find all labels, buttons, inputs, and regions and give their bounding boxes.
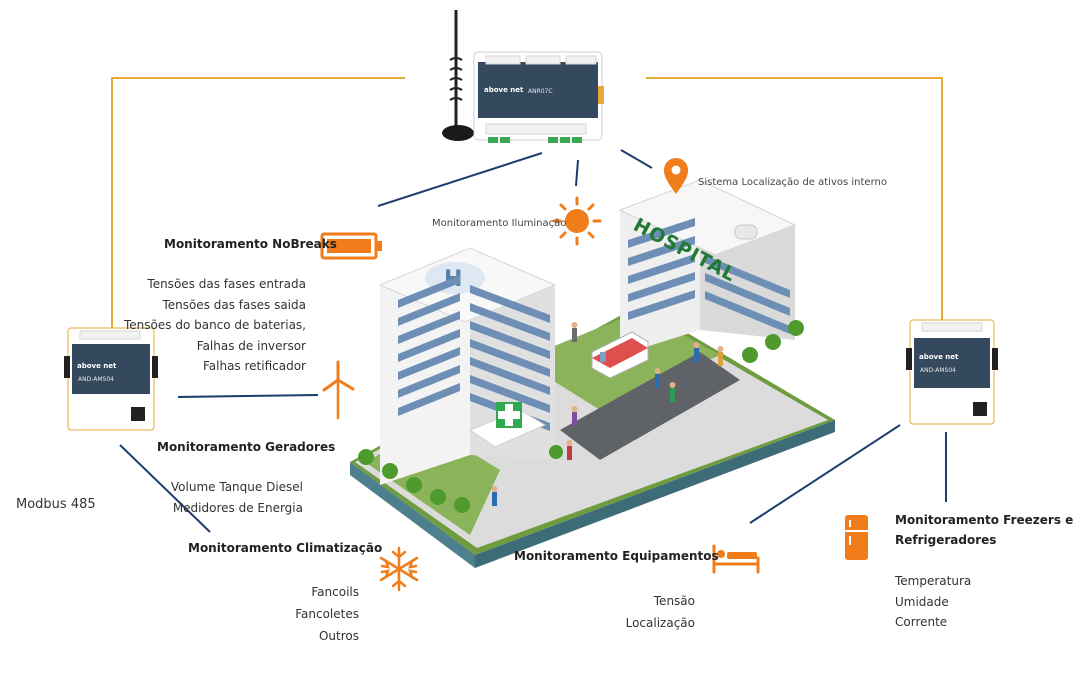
list-item: Falhas retificador xyxy=(202,359,306,374)
right-module-brand: above net xyxy=(919,353,959,361)
nobreaks-list: Tensões das fases entrada Tensões das fa… xyxy=(124,274,306,377)
list-item: Temperatura xyxy=(895,574,972,588)
gateway-model: ANR07C xyxy=(528,88,553,95)
list-item: Tensões das fases saida xyxy=(162,297,306,312)
wind-turbine-icon xyxy=(322,360,355,420)
list-item: Corrente xyxy=(895,615,948,630)
list-item: Localização xyxy=(625,616,695,630)
equipamentos-title: Monitoramento Equipamentos xyxy=(514,549,719,563)
people xyxy=(491,322,724,506)
nobreaks-title: Monitoramento NoBreaks xyxy=(164,237,337,251)
refrigerator-icon xyxy=(845,515,868,560)
localizacao-label: Sistema Localização de ativos interno xyxy=(698,177,887,188)
right-module-model: AND-AMS04 xyxy=(920,367,956,374)
right-module-device xyxy=(906,319,998,425)
left-tower: H xyxy=(378,247,557,485)
list-item: Outros xyxy=(318,629,359,643)
location-pin-icon xyxy=(664,158,688,194)
hospital-bed-icon xyxy=(712,544,760,574)
equipamentos-list: Tensão Localização xyxy=(626,590,695,634)
list-item: Umidade xyxy=(895,594,949,609)
orange-frame-lines xyxy=(111,77,943,328)
list-item: Falhas de inversor xyxy=(196,338,306,353)
modbus-label: Modbus 485 xyxy=(16,497,96,512)
connection-lines xyxy=(119,149,947,533)
snowflake-icon xyxy=(379,546,419,592)
ambulance xyxy=(591,331,649,379)
list-item: Volume Tanque Diesel xyxy=(170,480,303,494)
freezers-list: Temperatura Umidade Corrente xyxy=(895,571,971,633)
freezers-title-line1: Monitoramento Freezers e xyxy=(895,513,1074,527)
list-item: Tensões do banco de baterias, xyxy=(124,318,306,333)
antenna-icon xyxy=(442,10,474,141)
list-item: Medidores de Energia xyxy=(172,500,303,515)
list-item: Fancoletes xyxy=(295,607,359,621)
hospital-building xyxy=(618,179,797,355)
list-item: Fancoils xyxy=(311,585,359,599)
gateway-device xyxy=(442,10,604,143)
climatizacao-title: Monitoramento Climatização xyxy=(188,541,383,555)
left-module-device xyxy=(64,327,158,431)
trees xyxy=(358,320,804,513)
left-module-model: AND-AMS04 xyxy=(78,376,114,383)
freezers-title-line2: Refrigeradores xyxy=(895,533,997,547)
geradores-list: Volume Tanque Diesel Medidores de Energi… xyxy=(171,477,303,518)
geradores-title: Monitoramento Geradores xyxy=(157,440,336,454)
left-module-brand: above net xyxy=(77,362,117,370)
sun-icon xyxy=(552,196,602,246)
climatizacao-list: Fancoils Fancoletes Outros xyxy=(295,581,359,647)
list-item: Tensão xyxy=(653,594,695,608)
gateway-brand: above net xyxy=(484,86,524,94)
iluminacao-label: Monitoramento Iluminação xyxy=(432,218,567,229)
battery-icon xyxy=(320,232,382,260)
list-item: Tensões das fases entrada xyxy=(147,277,306,291)
